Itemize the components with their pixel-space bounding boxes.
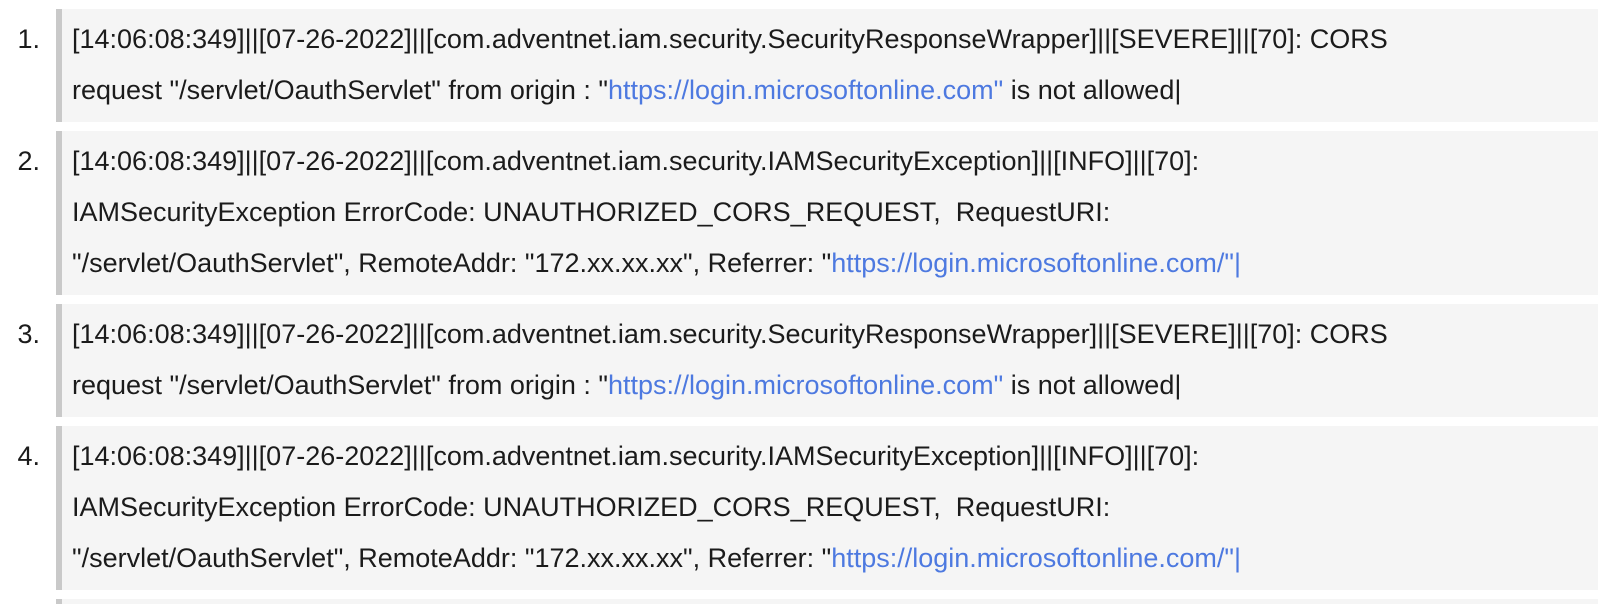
log-text-segment: [14:06:08:349]||[07-26-2022]||[com.adven… bbox=[72, 441, 1200, 471]
log-text-segment: is not allowed| bbox=[1003, 370, 1182, 400]
log-entry-block: [14:06:08:349]||[07-26-2022]||[com.adven… bbox=[56, 9, 1598, 122]
log-line: [14:06:08:349]||[07-26-2022]||[com.adven… bbox=[72, 431, 1586, 482]
log-line: IAMSecurityException ErrorCode: UNAUTHOR… bbox=[72, 482, 1586, 533]
log-entry-block: [14:06:08:349]||[07-26-2022]||[com.adven… bbox=[56, 426, 1598, 590]
log-line: request "/servlet/OauthServlet" from ori… bbox=[72, 360, 1586, 411]
log-line: [14:06:08:349]||[07-26-2022]||[com.adven… bbox=[72, 14, 1586, 65]
list-item-number: 4. bbox=[17, 441, 40, 471]
log-text-segment: "/servlet/OauthServlet", RemoteAddr: "17… bbox=[72, 248, 832, 278]
list-item-number: 2. bbox=[17, 146, 40, 176]
list-item-number bbox=[0, 599, 40, 604]
log-line: [14:06:08:349]||[07-26-2022]||[com.adven… bbox=[72, 136, 1586, 187]
log-text-segment: [14:06:08:349]||[07-26-2022]||[com.adven… bbox=[72, 146, 1200, 176]
url-link[interactable]: https://login.microsoftonline.com/"| bbox=[831, 543, 1241, 573]
log-line: [14:06:08:349]||[07-26-2022]||[com.adven… bbox=[72, 309, 1586, 360]
url-link[interactable]: https://login.microsoftonline.com/"| bbox=[831, 248, 1241, 278]
url-link[interactable]: https://login.microsoftonline.com" bbox=[607, 370, 1004, 400]
log-text-segment: [14:06:08:349]||[07-26-2022]||[com.adven… bbox=[72, 319, 1388, 349]
log-text-segment: [14:06:08:349]||[07-26-2022]||[com.adven… bbox=[72, 24, 1388, 54]
log-entry-block bbox=[56, 599, 1598, 604]
log-list-item: 1. [14:06:08:349]||[07-26-2022]||[com.adv… bbox=[0, 9, 1598, 122]
truncated-next-entry bbox=[0, 599, 1598, 604]
number-block-gap bbox=[40, 599, 56, 604]
number-block-gap bbox=[40, 304, 56, 417]
log-text-segment: request "/servlet/OauthServlet" from ori… bbox=[72, 75, 608, 105]
log-text-segment: "/servlet/OauthServlet", RemoteAddr: "17… bbox=[72, 543, 832, 573]
log-text-segment: request "/servlet/OauthServlet" from ori… bbox=[72, 370, 608, 400]
log-list-item: 2. [14:06:08:349]||[07-26-2022]||[com.adv… bbox=[0, 131, 1598, 295]
list-item-number: 1. bbox=[17, 24, 40, 54]
log-text-segment: is not allowed| bbox=[1003, 75, 1182, 105]
log-line: IAMSecurityException ErrorCode: UNAUTHOR… bbox=[72, 187, 1586, 238]
log-line: "/servlet/OauthServlet", RemoteAddr: "17… bbox=[72, 238, 1586, 289]
log-line: "/servlet/OauthServlet", RemoteAddr: "17… bbox=[72, 533, 1586, 584]
list-item-number: 3. bbox=[17, 319, 40, 349]
log-line: request "/servlet/OauthServlet" from ori… bbox=[72, 65, 1586, 116]
number-block-gap bbox=[40, 9, 56, 122]
log-text-segment: IAMSecurityException ErrorCode: UNAUTHOR… bbox=[72, 197, 1111, 227]
log-list-item: 4. [14:06:08:349]||[07-26-2022]||[com.adv… bbox=[0, 426, 1598, 590]
number-block-gap bbox=[40, 131, 56, 295]
log-entry-block: [14:06:08:349]||[07-26-2022]||[com.adven… bbox=[56, 304, 1598, 417]
log-list-item: 3. [14:06:08:349]||[07-26-2022]||[com.adv… bbox=[0, 304, 1598, 417]
log-text-segment: IAMSecurityException ErrorCode: UNAUTHOR… bbox=[72, 492, 1111, 522]
log-entry-block: [14:06:08:349]||[07-26-2022]||[com.adven… bbox=[56, 131, 1598, 295]
number-block-gap bbox=[40, 426, 56, 590]
url-link[interactable]: https://login.microsoftonline.com" bbox=[607, 75, 1004, 105]
